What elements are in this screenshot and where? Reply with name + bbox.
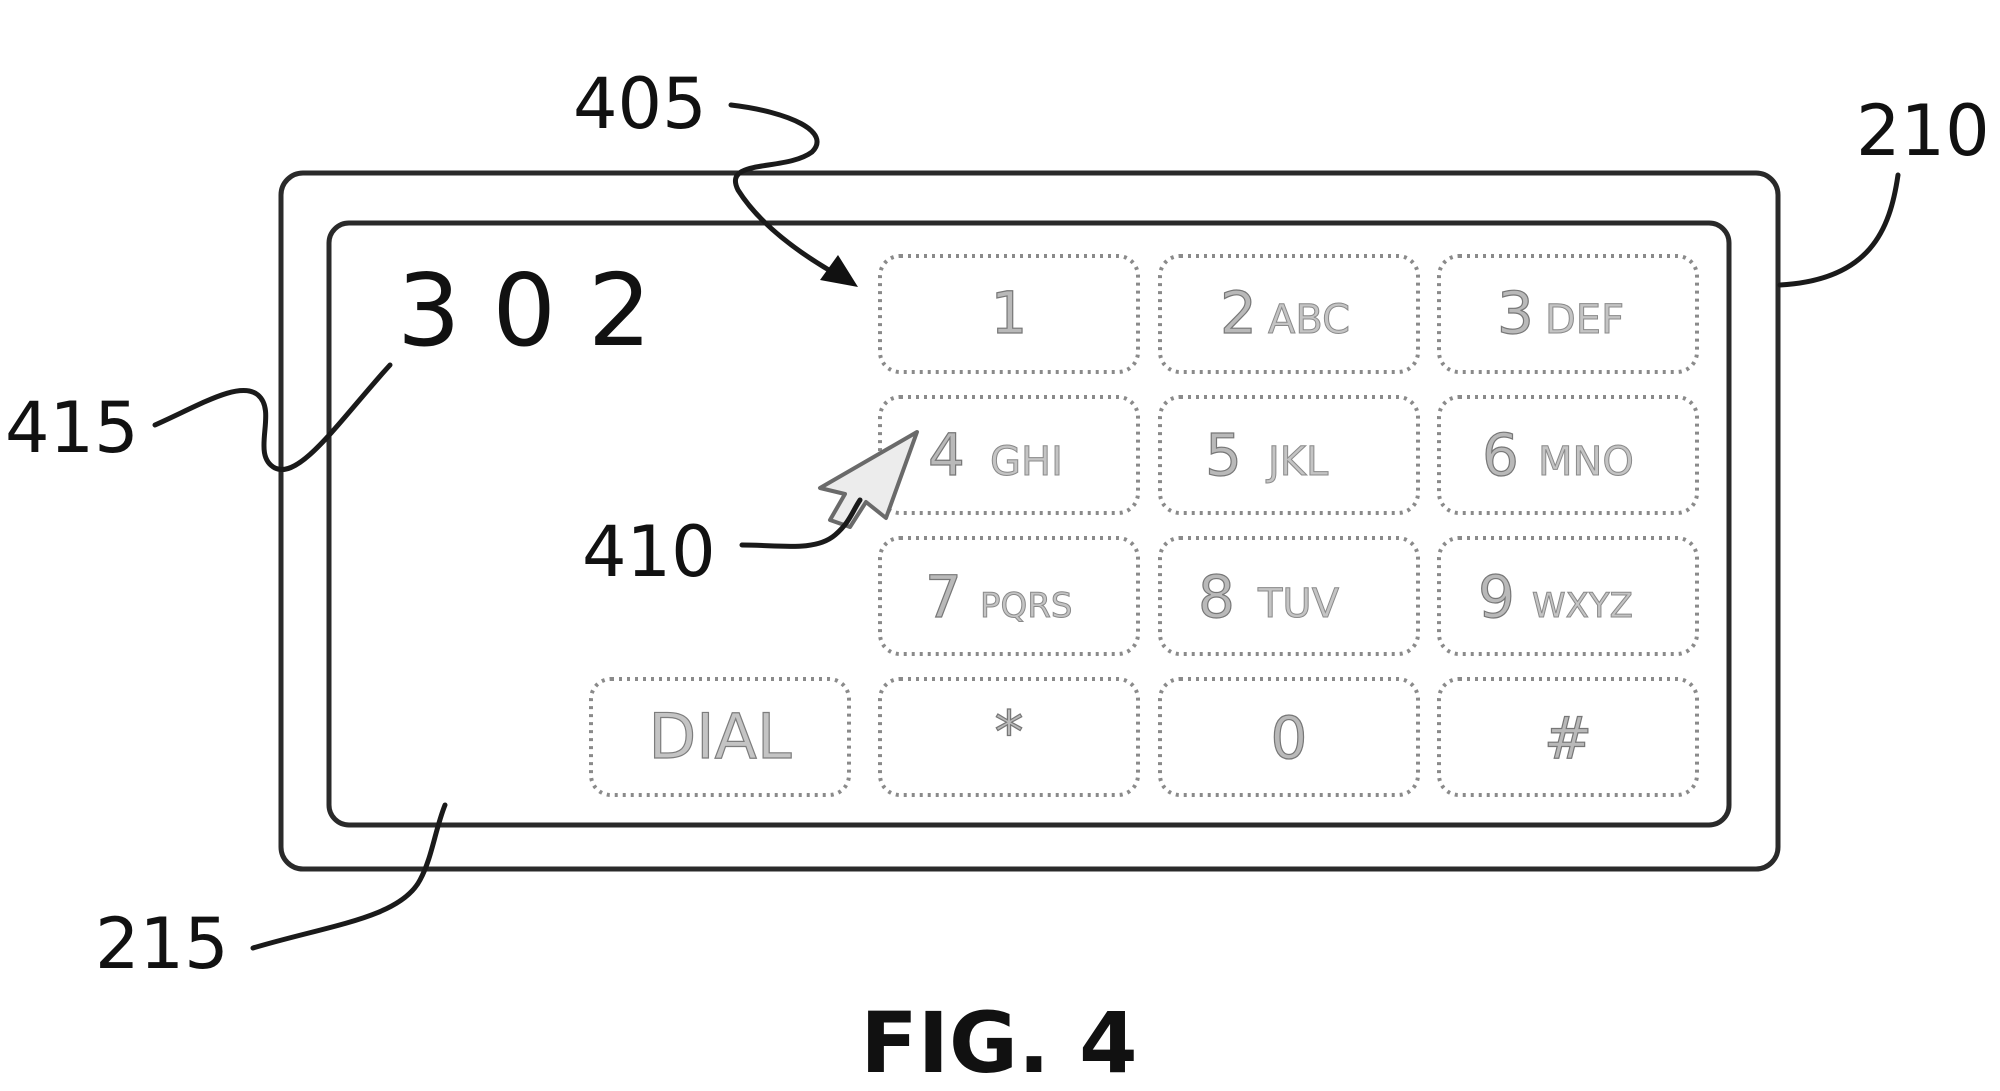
ref-numeral-210: 210: [1856, 90, 1990, 172]
leader-line-405: [728, 102, 853, 285]
key-digit: 2: [1220, 279, 1257, 347]
key-digit: 3: [1497, 279, 1534, 347]
key-1[interactable]: 1: [878, 254, 1140, 374]
key-7[interactable]: 7 PQRS: [878, 536, 1140, 656]
key-letters: MNO: [1538, 439, 1634, 485]
key-letters: DEF: [1545, 297, 1624, 343]
leader-line-210: [1777, 172, 1901, 288]
key-star[interactable]: *: [878, 677, 1140, 797]
arrowhead-405: [820, 255, 858, 287]
dial-button[interactable]: DIAL: [589, 677, 851, 797]
key-8[interactable]: 8 TUV: [1158, 536, 1420, 656]
device-frame: [278, 170, 1781, 872]
key-digit: 1: [991, 279, 1028, 347]
leader-line-415: [152, 362, 393, 472]
key-2[interactable]: 2 ABC: [1158, 254, 1420, 374]
ref-numeral-410: 410: [582, 511, 716, 593]
ref-numeral-405: 405: [573, 63, 707, 145]
key-6[interactable]: 6 MNO: [1437, 395, 1699, 515]
ref-numeral-215: 215: [95, 903, 229, 985]
dial-label: DIAL: [649, 700, 792, 773]
key-letters: PQRS: [980, 586, 1072, 626]
key-digit: #: [1544, 704, 1593, 772]
key-3[interactable]: 3 DEF: [1437, 254, 1699, 374]
pointer-arrow-icon: [818, 430, 919, 529]
entered-number: 3 0 2: [397, 252, 651, 369]
keypad: 1 2 ABC 3 DEF 4 GHI 5 JKL 6 MNO: [589, 254, 1699, 797]
key-digit: *: [995, 698, 1024, 766]
leader-line-410: [739, 497, 863, 549]
ref-numeral-415: 415: [5, 387, 139, 469]
key-digit: 5: [1205, 421, 1242, 489]
leader-line-215: [250, 802, 448, 951]
key-digit: 8: [1198, 563, 1235, 631]
key-digit: 0: [1271, 704, 1308, 772]
key-letters: ABC: [1268, 297, 1350, 343]
key-digit: 9: [1478, 563, 1515, 631]
key-letters: TUV: [1257, 581, 1340, 627]
key-hash[interactable]: #: [1437, 677, 1699, 797]
key-letters: GHI: [990, 439, 1063, 485]
figure-caption: FIG. 4: [860, 994, 1137, 1091]
key-9[interactable]: 9 WXYZ: [1437, 536, 1699, 656]
key-digit: 7: [925, 563, 962, 631]
key-digit: 6: [1482, 421, 1519, 489]
key-5[interactable]: 5 JKL: [1158, 395, 1420, 515]
display-area: [326, 220, 1732, 828]
key-0[interactable]: 0: [1158, 677, 1420, 797]
key-4[interactable]: 4 GHI: [878, 395, 1140, 515]
key-digit: 4: [928, 421, 965, 489]
key-letters: WXYZ: [1532, 586, 1633, 626]
key-letters: JKL: [1265, 439, 1329, 485]
